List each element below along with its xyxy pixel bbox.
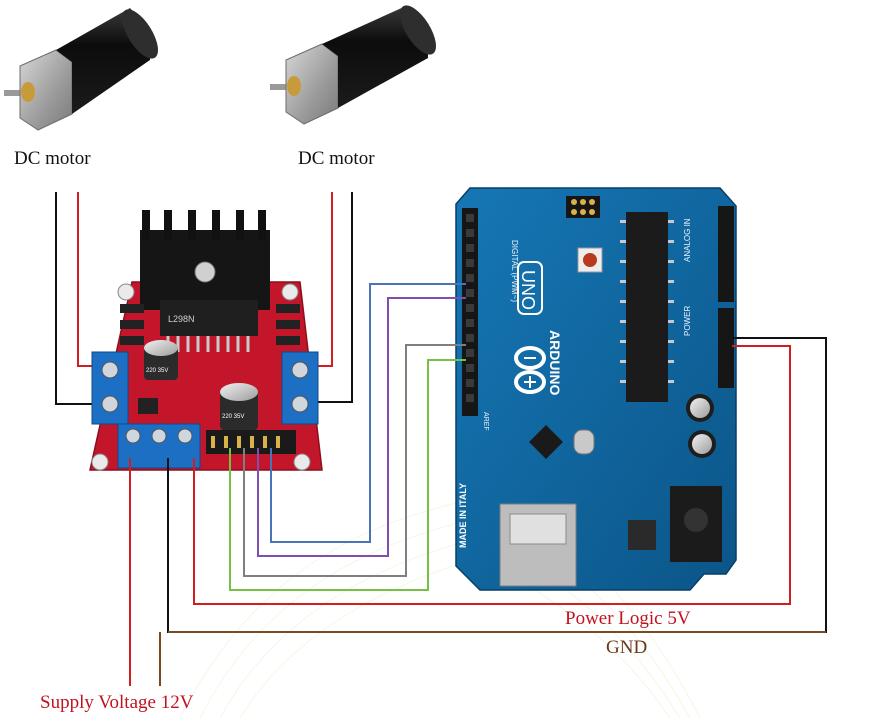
diodes-right [276,304,300,345]
chip-label: L298N [168,314,195,324]
terminal-left [91,351,129,425]
power-logic-label: Power Logic 5V [565,608,691,629]
analog-label: ANALOG IN [683,218,692,262]
signal-wires [229,283,466,591]
power-wires [129,337,827,686]
capacitor-right: 220 35V [220,383,258,430]
power-label: POWER [683,306,692,336]
l298n-chip [160,300,258,336]
jumper [138,398,158,414]
capacitor-right-label: 220 35V [222,414,244,420]
made-in-label: MADE IN ITALY [458,483,468,548]
crystal [573,429,595,455]
wire-gray [243,344,466,577]
arduino-uno-board: DIGITAL (PWM~) ANALOG IN POWER [455,187,737,591]
control-header [206,430,296,454]
digital-label: DIGITAL (PWM~) [510,240,519,302]
dc-motor-right [270,5,436,125]
atmega-pins [620,220,674,383]
supply-voltage-label: Supply Voltage 12V [40,692,194,713]
wire-purple [257,297,466,557]
terminal-right [281,351,319,425]
l298n-driver-board: L298N 220 35V 220 35V [89,210,323,479]
arduino-logo [514,346,546,394]
wire-green [229,359,466,591]
terminal-power [117,423,201,469]
heatsink [140,210,270,310]
control-header-label: ENA IN1 IN2 IN3 IN4 ENB [204,473,274,479]
uno-label: UNO [518,270,538,310]
wire-power-logic [193,345,791,605]
motor-left-label: DC motor [14,148,91,169]
gnd-label: GND [606,637,648,658]
capacitor-left: 220 35V [144,340,178,380]
atmega-chip [626,212,668,402]
arduino-brand: ARDUINO [547,330,563,395]
uno-badge [517,261,543,315]
diodes-left [120,304,144,345]
wire-blue [270,283,466,543]
usb-chip [529,425,563,459]
capacitor-left-label: 220 35V [146,368,168,374]
analog-header [718,206,734,388]
usb-connector [499,503,577,587]
dc-power-jack [670,486,722,562]
icsp-header [566,196,600,218]
dc-motor-left [4,8,158,131]
motor-wires [55,192,353,405]
motor-right-label: DC motor [298,148,375,169]
voltage-regulator [628,520,656,550]
aref-label: AREF [482,412,489,431]
uno-capacitor-2 [688,430,716,458]
digital-header [462,208,478,416]
uno-capacitor-1 [686,394,714,422]
chip-pins [166,336,250,352]
